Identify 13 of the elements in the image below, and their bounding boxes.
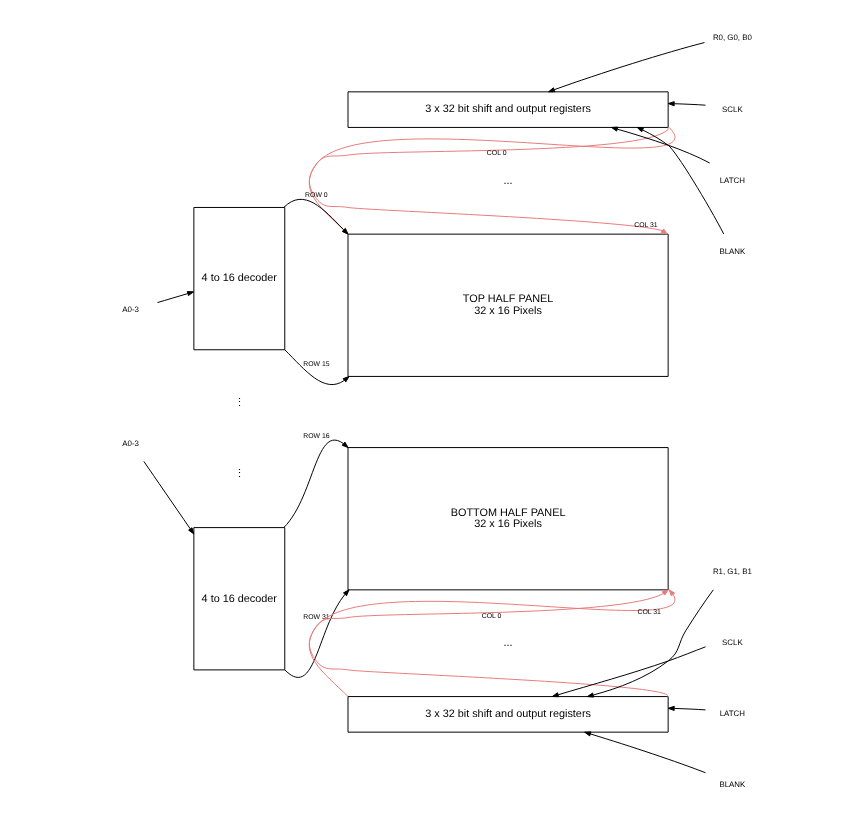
arrow	[156, 291, 195, 304]
arrow	[551, 646, 707, 698]
arrow	[667, 705, 706, 711]
arrow	[667, 101, 706, 107]
arrow	[283, 439, 349, 529]
arrow	[584, 731, 706, 774]
arrow	[611, 126, 711, 164]
arrow	[586, 589, 714, 698]
arrow	[284, 589, 350, 678]
arrow	[636, 126, 725, 235]
arrow	[284, 349, 350, 385]
arrow	[548, 42, 705, 93]
arrow	[143, 460, 195, 535]
